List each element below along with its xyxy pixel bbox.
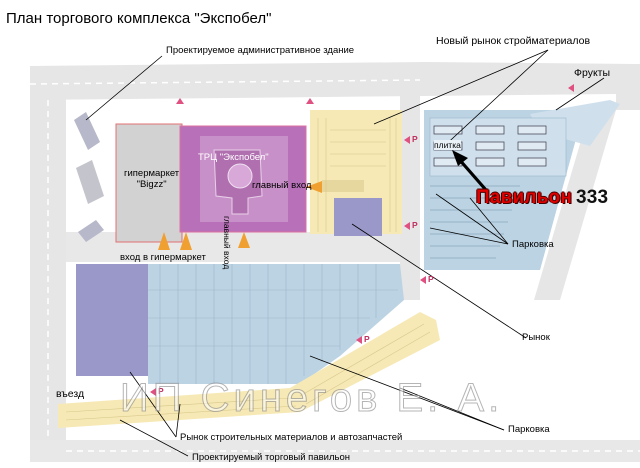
pavilion-number: 333 xyxy=(576,187,609,208)
parking-label-bottom: Парковка xyxy=(508,424,550,435)
hypermarket-label: гипермаркет "Bigzz" xyxy=(124,168,180,190)
entry-label: въезд xyxy=(56,388,85,400)
pavilion-word: Павильон xyxy=(476,187,573,208)
parking-label-right: Парковка xyxy=(512,239,554,250)
pavilion-pointer xyxy=(452,150,488,192)
hyper-entrance-label: вход в гипермаркет xyxy=(120,252,206,263)
projected-pavilion-label: Проектируемый торговый павильон xyxy=(192,452,350,463)
map-title: План торгового комплекса "Экспобел" xyxy=(6,10,272,27)
fruits-label: Фрукты xyxy=(574,67,611,79)
building-market-strip xyxy=(58,312,440,428)
hypermarket-building xyxy=(115,123,183,243)
p-marker: P xyxy=(412,220,418,230)
p-marker: P xyxy=(158,386,164,396)
entrance-arrows xyxy=(158,181,322,250)
market-label: Рынок xyxy=(522,332,550,343)
p-marker: P xyxy=(412,134,418,144)
p-marker: P xyxy=(428,274,434,284)
main-entrance-side-label: главный вход xyxy=(222,216,232,270)
p-marker: P xyxy=(364,334,370,344)
construction-market-lot xyxy=(76,264,148,376)
main-entrance-label: главный вход xyxy=(252,180,312,191)
tile-label: плитка xyxy=(434,140,461,150)
building-market-label: Рынок строительных материалов и автозапч… xyxy=(180,432,403,443)
new-market-label: Новый рынок стройматериалов xyxy=(436,35,591,47)
admin-building-label: Проектируемое административное здание xyxy=(166,45,355,56)
leader-lines xyxy=(85,49,605,457)
market-hall xyxy=(310,110,402,236)
admin-building xyxy=(74,112,104,242)
market-parking xyxy=(148,264,404,384)
trc-expobel-building xyxy=(179,125,307,233)
watermark: ИП Синегов Е. А. xyxy=(119,376,504,421)
trc-label: ТРЦ "Экспобел" xyxy=(198,152,269,163)
parking-markers xyxy=(150,84,574,396)
road-network xyxy=(29,62,640,462)
